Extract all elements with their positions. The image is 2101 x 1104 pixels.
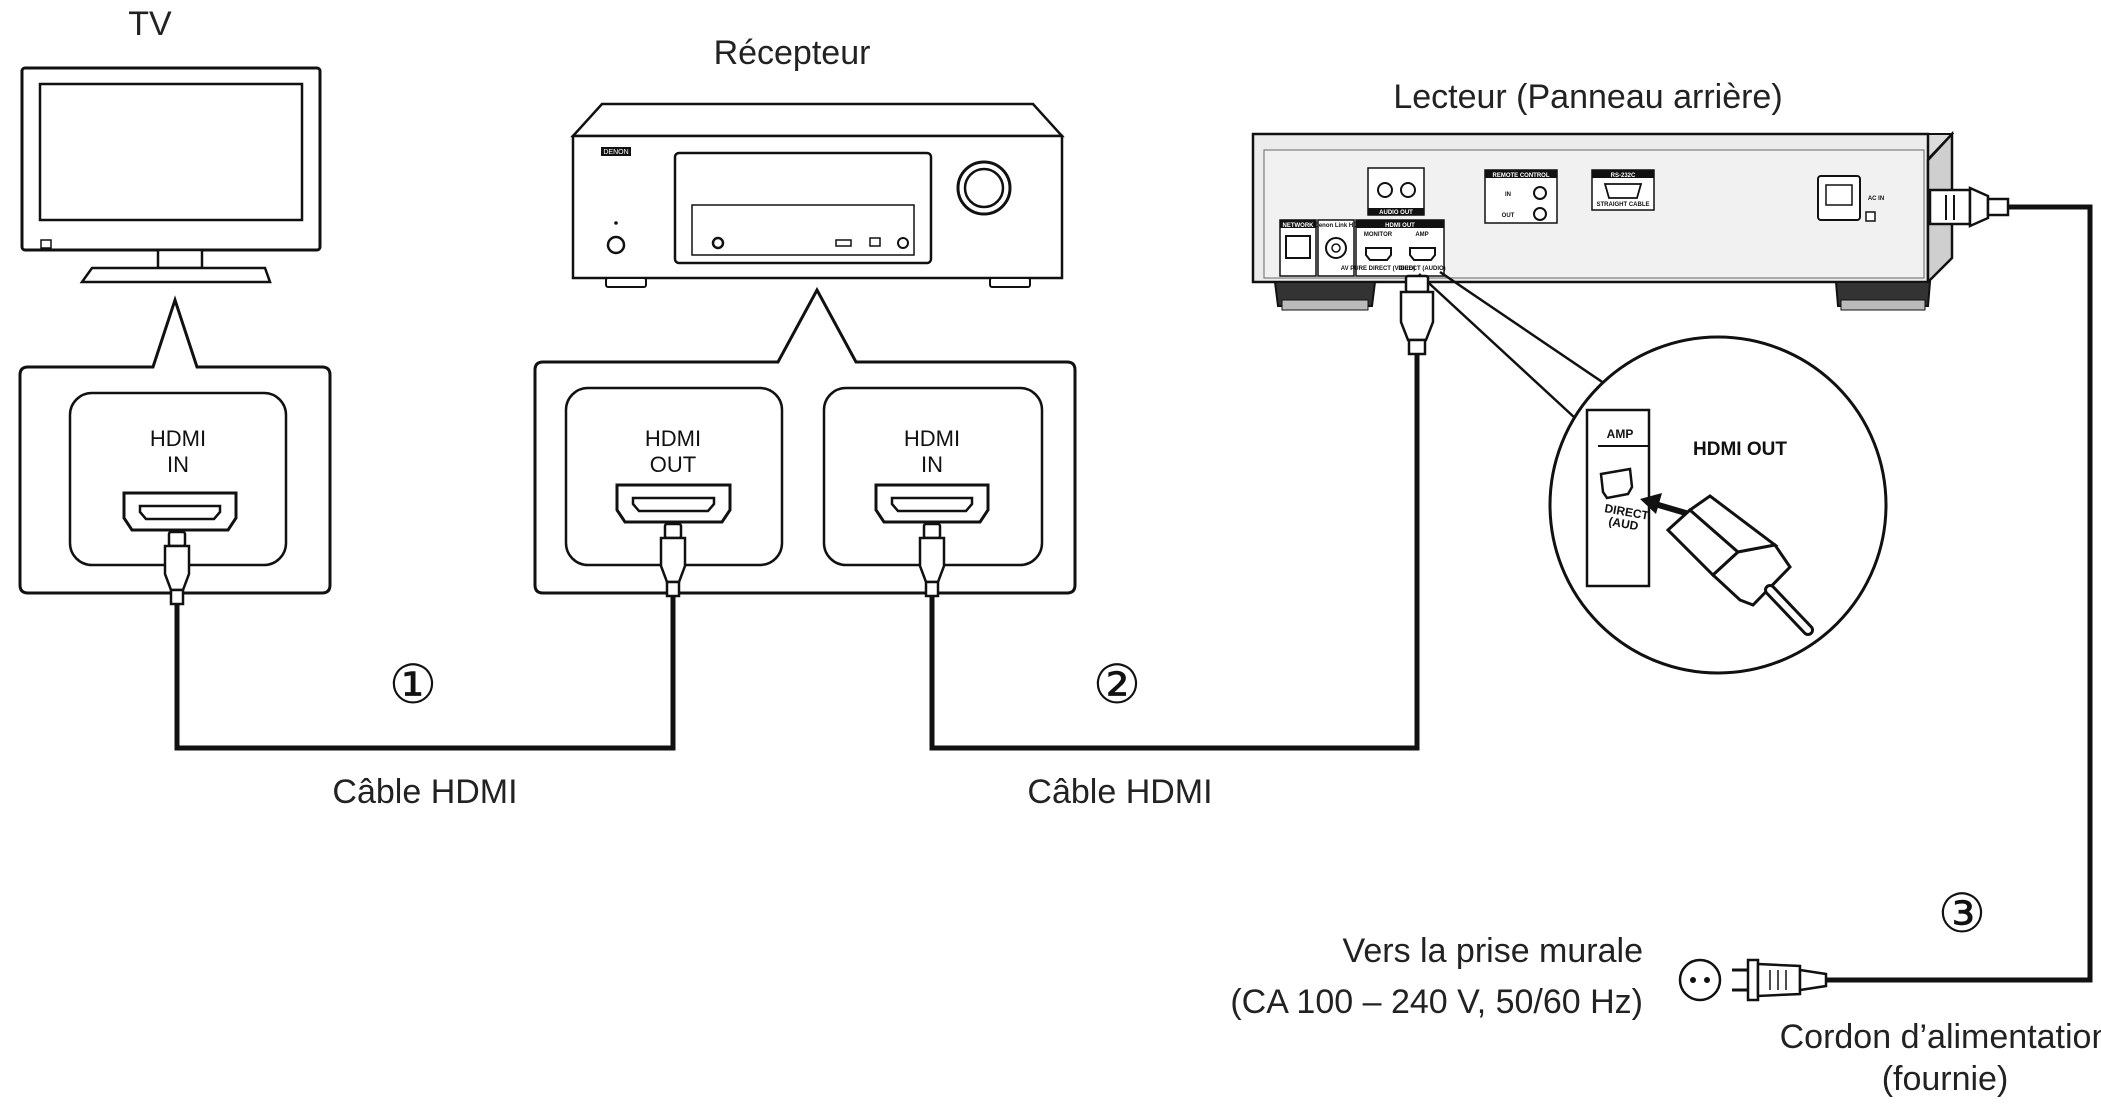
svg-text:DIRECT (AUDIO): DIRECT (AUDIO) (1398, 266, 1445, 272)
receiver-front-hdmi (835, 239, 852, 247)
zoom-title: HDMI OUT (1693, 439, 1787, 460)
svg-text:OUT: OUT (1502, 213, 1515, 219)
cable-2-label: Câble HDMI (1027, 773, 1212, 811)
svg-text:REMOTE CONTROL: REMOTE CONTROL (1493, 173, 1550, 179)
wall-plug (1678, 958, 1828, 1002)
player-hdmi-amp-port[interactable] (1409, 247, 1436, 261)
cable-3-label: Cordon d’alimentation (1780, 1018, 2101, 1056)
receiver-callout: HDMI OUT HDMI IN (533, 286, 1077, 595)
player-hdmi-monitor-port[interactable] (1365, 247, 1392, 261)
svg-text:AUDIO OUT: AUDIO OUT (1379, 210, 1413, 216)
hdmi-plugs (163, 274, 1435, 606)
tv-callout: HDMI IN (18, 295, 332, 595)
player-label: Lecteur (Panneau arrière) (1393, 78, 1782, 116)
wall-outlet-icon (1678, 958, 1722, 1002)
svg-text:DENON: DENON (603, 149, 628, 156)
power-plug-player (1928, 186, 2010, 228)
tv-neck (156, 248, 204, 270)
receiver-power-button[interactable] (606, 235, 626, 255)
cable-3-number: ③ (1938, 884, 1986, 944)
rs232c-port[interactable] (1603, 183, 1643, 199)
cable-routes (174, 204, 2093, 983)
denon-logo (601, 147, 631, 156)
cable-1-label: Câble HDMI (332, 773, 517, 811)
receiver-foot-left (605, 277, 647, 288)
zoom-audio-label: (AUD (1607, 514, 1639, 533)
receiver-button[interactable] (711, 236, 725, 250)
tv-label: TV (128, 5, 172, 43)
svg-text:MONITOR: MONITOR (1364, 232, 1393, 238)
wall-outlet-label-2: (CA 100 – 240 V, 50/60 Hz) (1230, 983, 1643, 1021)
cable-2-number: ② (1093, 655, 1141, 715)
receiver-hdmi-out-label-2: OUT (650, 452, 696, 477)
receiver-device: Récepteur DENON (570, 34, 1065, 288)
cable-3-label-2: (fournie) (1882, 1060, 2009, 1098)
hdmi-out-zoom: AMP DIRECT (AUD HDMI OUT (1548, 335, 1888, 675)
receiver-label: Récepteur (714, 34, 871, 72)
svg-text:Denon Link HD: Denon Link HD (1315, 223, 1359, 229)
tv-power-led (40, 239, 52, 249)
tv-screen (38, 82, 304, 222)
receiver-usb (869, 237, 881, 247)
magnifier-leaders (1418, 270, 1618, 419)
receiver-foot-right (989, 277, 1031, 288)
receiver-headphone-jack (897, 237, 909, 249)
zoom-hdmi-port (1599, 467, 1634, 500)
network-port[interactable] (1285, 235, 1311, 259)
zoom-amp-label: AMP (1607, 427, 1634, 441)
svg-text:AMP: AMP (1415, 232, 1428, 238)
cable-2 (929, 354, 1420, 751)
cable-3 (1825, 204, 2093, 983)
svg-text:HDMI OUT: HDMI OUT (1385, 223, 1415, 229)
svg-text:RS-232C: RS-232C (1611, 173, 1636, 179)
receiver-hdmi-in-label-1: HDMI (904, 426, 960, 451)
tv-device: TV (20, 5, 322, 284)
svg-text:AC IN: AC IN (1868, 196, 1884, 202)
remote-out-jack[interactable] (1533, 207, 1547, 221)
tv-hdmi-in-label-1: HDMI (150, 426, 206, 451)
receiver-hdmi-in-label-2: IN (921, 452, 943, 477)
tv-hdmi-in-label-2: IN (167, 452, 189, 477)
wall-outlet-label-1: Vers la prise murale (1343, 932, 1643, 970)
svg-text:NETWORK: NETWORK (1283, 223, 1315, 229)
remote-in-jack[interactable] (1533, 186, 1547, 200)
tv-stand (79, 266, 272, 284)
player-device: Lecteur (Panneau arrière) AUDIO OUT REMO… (1251, 78, 1955, 311)
svg-text:STRAIGHT CABLE: STRAIGHT CABLE (1597, 202, 1650, 208)
cable-labels: ① Câble HDMI ② Câble HDMI ③ Cordon d’ali… (332, 655, 2101, 1098)
cable-1 (174, 596, 676, 751)
cable-1-number: ① (389, 655, 437, 715)
receiver-hdmi-out-label-1: HDMI (645, 426, 701, 451)
svg-text:IN: IN (1505, 192, 1511, 198)
svg-text:AV PURE DIRECT (VIDEO): AV PURE DIRECT (VIDEO) (1341, 266, 1416, 272)
